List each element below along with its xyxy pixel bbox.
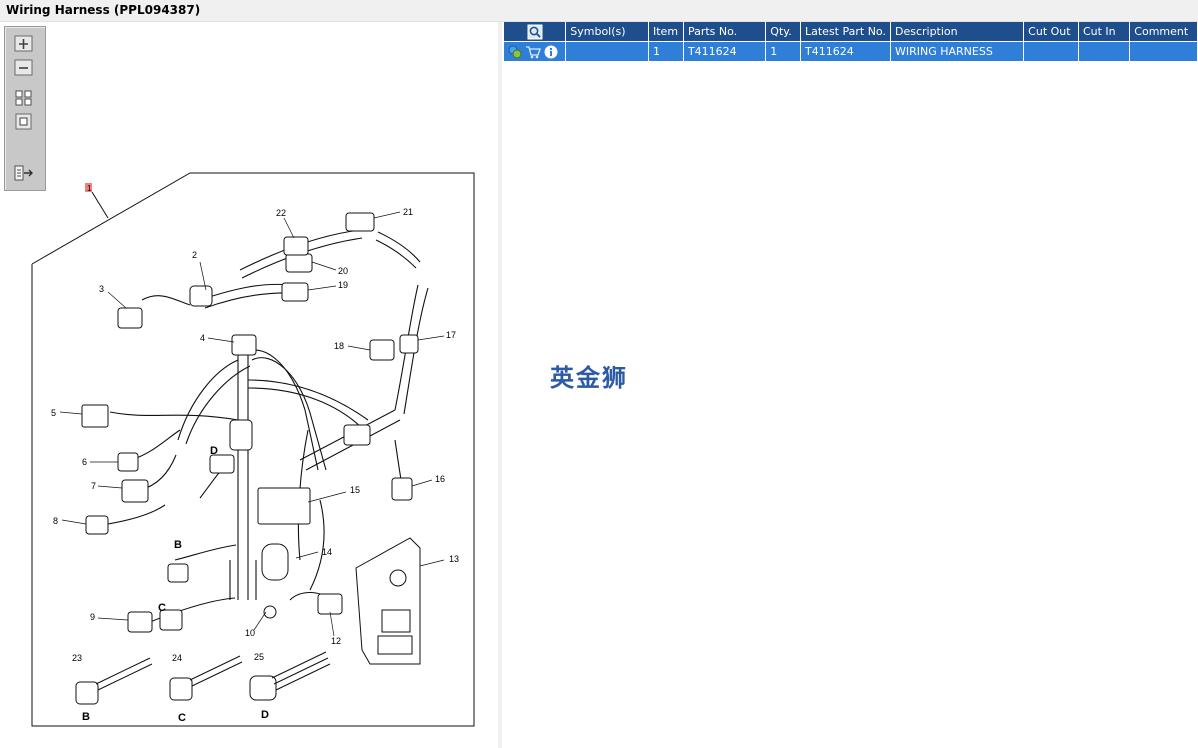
- callout-label[interactable]: 9: [90, 612, 95, 622]
- callout-label[interactable]: 8: [53, 516, 58, 526]
- parts-list-pane: Symbol(s) Item Parts No. Qty. Latest Par…: [502, 22, 1198, 748]
- callout-label[interactable]: 20: [338, 266, 348, 276]
- callout-label[interactable]: 24: [172, 653, 182, 663]
- zoom-out-button[interactable]: [14, 59, 34, 77]
- callout-label[interactable]: 2: [192, 250, 197, 260]
- view-label: B: [82, 711, 90, 723]
- callout-label[interactable]: 18: [334, 341, 344, 351]
- callout-1[interactable]: 1: [87, 184, 92, 193]
- window-titlebar: Wiring Harness (PPL094387): [0, 0, 1198, 22]
- info-icon[interactable]: [544, 45, 558, 59]
- column-header-symbols[interactable]: Symbol(s): [565, 22, 649, 42]
- callout-label[interactable]: 25: [254, 652, 264, 662]
- cell-item: 1: [648, 41, 684, 61]
- callout-label[interactable]: 16: [435, 474, 445, 484]
- callout-label[interactable]: 15: [350, 485, 360, 495]
- actual-size-button[interactable]: [14, 113, 34, 131]
- cell-parts-no: T411624: [683, 41, 767, 61]
- callout-label[interactable]: 17: [446, 330, 456, 340]
- cell-cut-out: [1023, 41, 1079, 61]
- callout-label[interactable]: 22: [276, 208, 286, 218]
- fit-all-icon: [15, 90, 32, 106]
- callout-1-highlight[interactable]: [85, 183, 92, 192]
- view-label: D: [261, 709, 269, 721]
- pane-splitter[interactable]: [498, 22, 502, 748]
- column-header-cut-out[interactable]: Cut Out: [1023, 22, 1079, 42]
- callout-label[interactable]: 21: [403, 207, 413, 217]
- view-label: B: [174, 539, 182, 551]
- cell-latest-part-no: T411624: [800, 41, 891, 61]
- wiring-harness-diagram[interactable]: 1 2 3 4 5 6 7 8 9 10 12 13 14 15 16 17 1…: [0, 22, 498, 748]
- diagram-pane[interactable]: 1 2 3 4 5 6 7 8 9 10 12 13 14 15 16 17 1…: [0, 22, 498, 748]
- cell-comment: [1129, 41, 1198, 61]
- callout-label[interactable]: 12: [331, 636, 341, 646]
- actual-size-icon: [15, 113, 32, 130]
- row-action-icons: [504, 41, 567, 61]
- callout-label[interactable]: 7: [91, 481, 96, 491]
- column-header-comment[interactable]: Comment: [1129, 22, 1198, 42]
- column-header-description[interactable]: Description: [890, 22, 1025, 42]
- column-header-item[interactable]: Item: [648, 22, 684, 42]
- callout-label[interactable]: 10: [245, 628, 255, 638]
- cell-cut-in: [1078, 41, 1131, 61]
- callout-label[interactable]: 14: [322, 547, 332, 557]
- search-list-icon: [527, 24, 543, 39]
- table-row[interactable]: 1 T411624 1 T411624 WIRING HARNESS: [504, 41, 1198, 61]
- zoom-out-icon: [14, 59, 33, 76]
- zoom-in-icon: [14, 35, 33, 52]
- export-icon: [14, 165, 33, 181]
- callout-label[interactable]: 4: [200, 333, 205, 343]
- fit-all-button[interactable]: [14, 89, 34, 107]
- cell-symbols: [565, 41, 649, 61]
- zoom-in-button[interactable]: [14, 35, 34, 53]
- callout-label[interactable]: 13: [449, 554, 459, 564]
- table-header-row: Symbol(s) Item Parts No. Qty. Latest Par…: [504, 22, 1198, 42]
- view-label: C: [178, 712, 186, 724]
- window-title: Wiring Harness (PPL094387): [6, 3, 201, 17]
- column-header-cut-in[interactable]: Cut In: [1078, 22, 1131, 42]
- callout-label[interactable]: 5: [51, 408, 56, 418]
- view-label: D: [210, 445, 218, 457]
- parts-table: Symbol(s) Item Parts No. Qty. Latest Par…: [504, 22, 1198, 61]
- callout-label[interactable]: 3: [99, 284, 104, 294]
- view-label: C: [158, 602, 166, 614]
- notes-icon[interactable]: [508, 45, 522, 59]
- cell-description: WIRING HARNESS: [890, 41, 1025, 61]
- column-header-tools[interactable]: [504, 22, 567, 42]
- export-button[interactable]: [14, 164, 34, 182]
- cart-icon[interactable]: [525, 45, 541, 59]
- callout-label[interactable]: 19: [338, 280, 348, 290]
- column-header-qty[interactable]: Qty.: [765, 22, 801, 42]
- diagram-toolbar: [4, 26, 46, 191]
- column-header-latest-part-no[interactable]: Latest Part No.: [800, 22, 891, 42]
- watermark: 英金狮: [550, 364, 628, 392]
- callout-label[interactable]: 6: [82, 457, 87, 467]
- callout-label[interactable]: 23: [72, 653, 82, 663]
- column-header-parts-no[interactable]: Parts No.: [683, 22, 767, 42]
- cell-qty: 1: [765, 41, 801, 61]
